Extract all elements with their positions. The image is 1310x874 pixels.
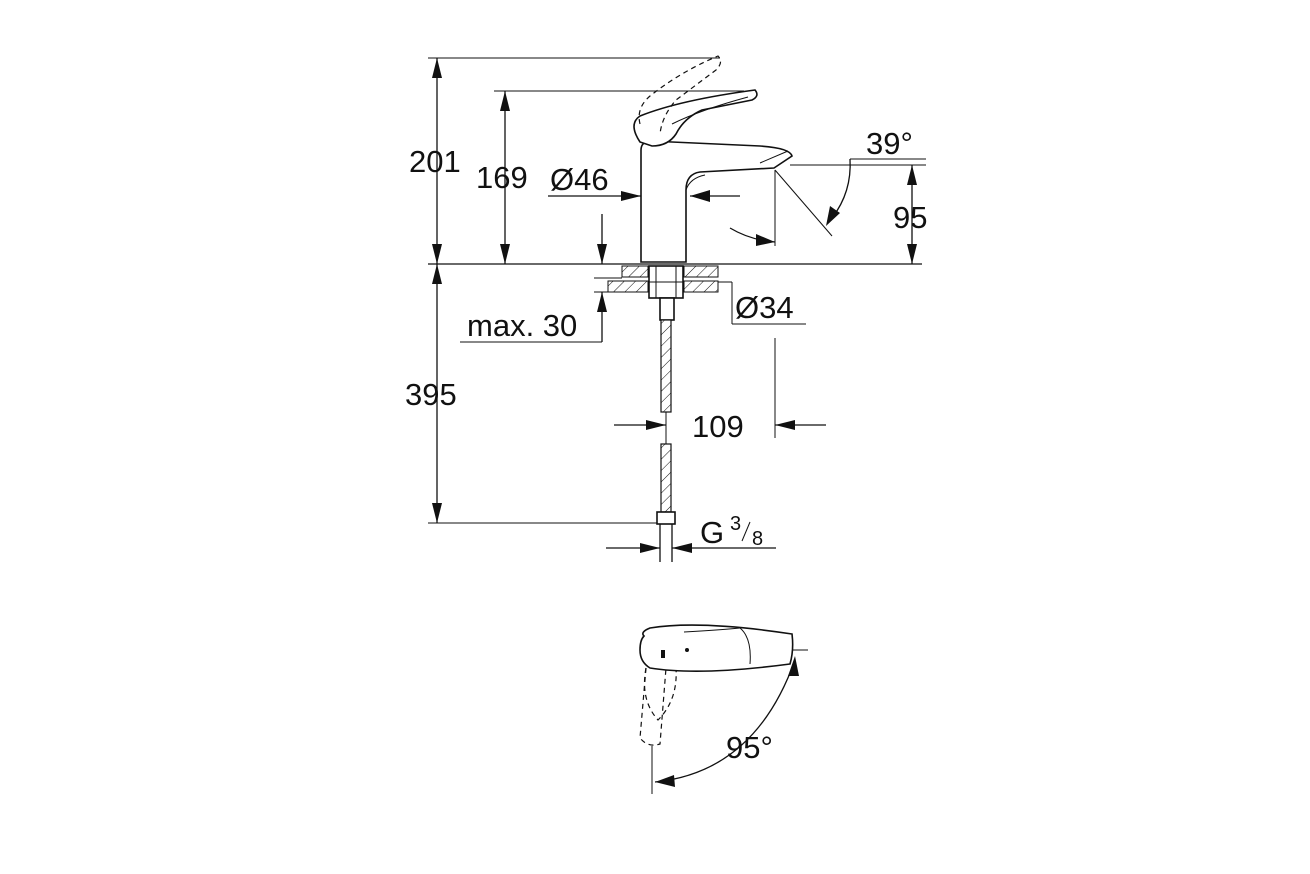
faucet-top-body bbox=[639, 624, 794, 672]
faucet-body bbox=[640, 140, 793, 263]
dim-connection-thread: G bbox=[700, 515, 724, 550]
flexible-hose bbox=[656, 319, 676, 562]
dim-lever-rotation: 95° bbox=[726, 730, 773, 765]
dim-max-deck-thickness: max. 30 bbox=[467, 308, 577, 343]
top-view bbox=[639, 624, 808, 794]
dim-overall-height: 201 bbox=[409, 144, 461, 179]
dim-spout-reach: 109 bbox=[692, 409, 744, 444]
side-elevation-view bbox=[428, 55, 926, 562]
faucet-lever bbox=[633, 89, 758, 147]
lever-rotated-position bbox=[639, 667, 667, 746]
thread-fraction-slash bbox=[741, 521, 751, 542]
dim-spout-clearance: 95 bbox=[893, 200, 927, 235]
dim-spout-angle: 39° bbox=[866, 126, 913, 161]
countertop-section bbox=[607, 265, 719, 293]
dim-spout-height: 169 bbox=[476, 160, 528, 195]
dim-hose-length: 395 bbox=[405, 377, 457, 412]
faucet-lever-open-position bbox=[638, 55, 722, 135]
dim-body-diameter: Ø46 bbox=[550, 162, 609, 197]
dim-thread-denominator: 8 bbox=[752, 528, 763, 550]
mounting-assembly bbox=[648, 265, 684, 321]
dim-hole-diameter: Ø34 bbox=[735, 290, 794, 325]
dim-thread-numerator: 3 bbox=[730, 513, 741, 535]
